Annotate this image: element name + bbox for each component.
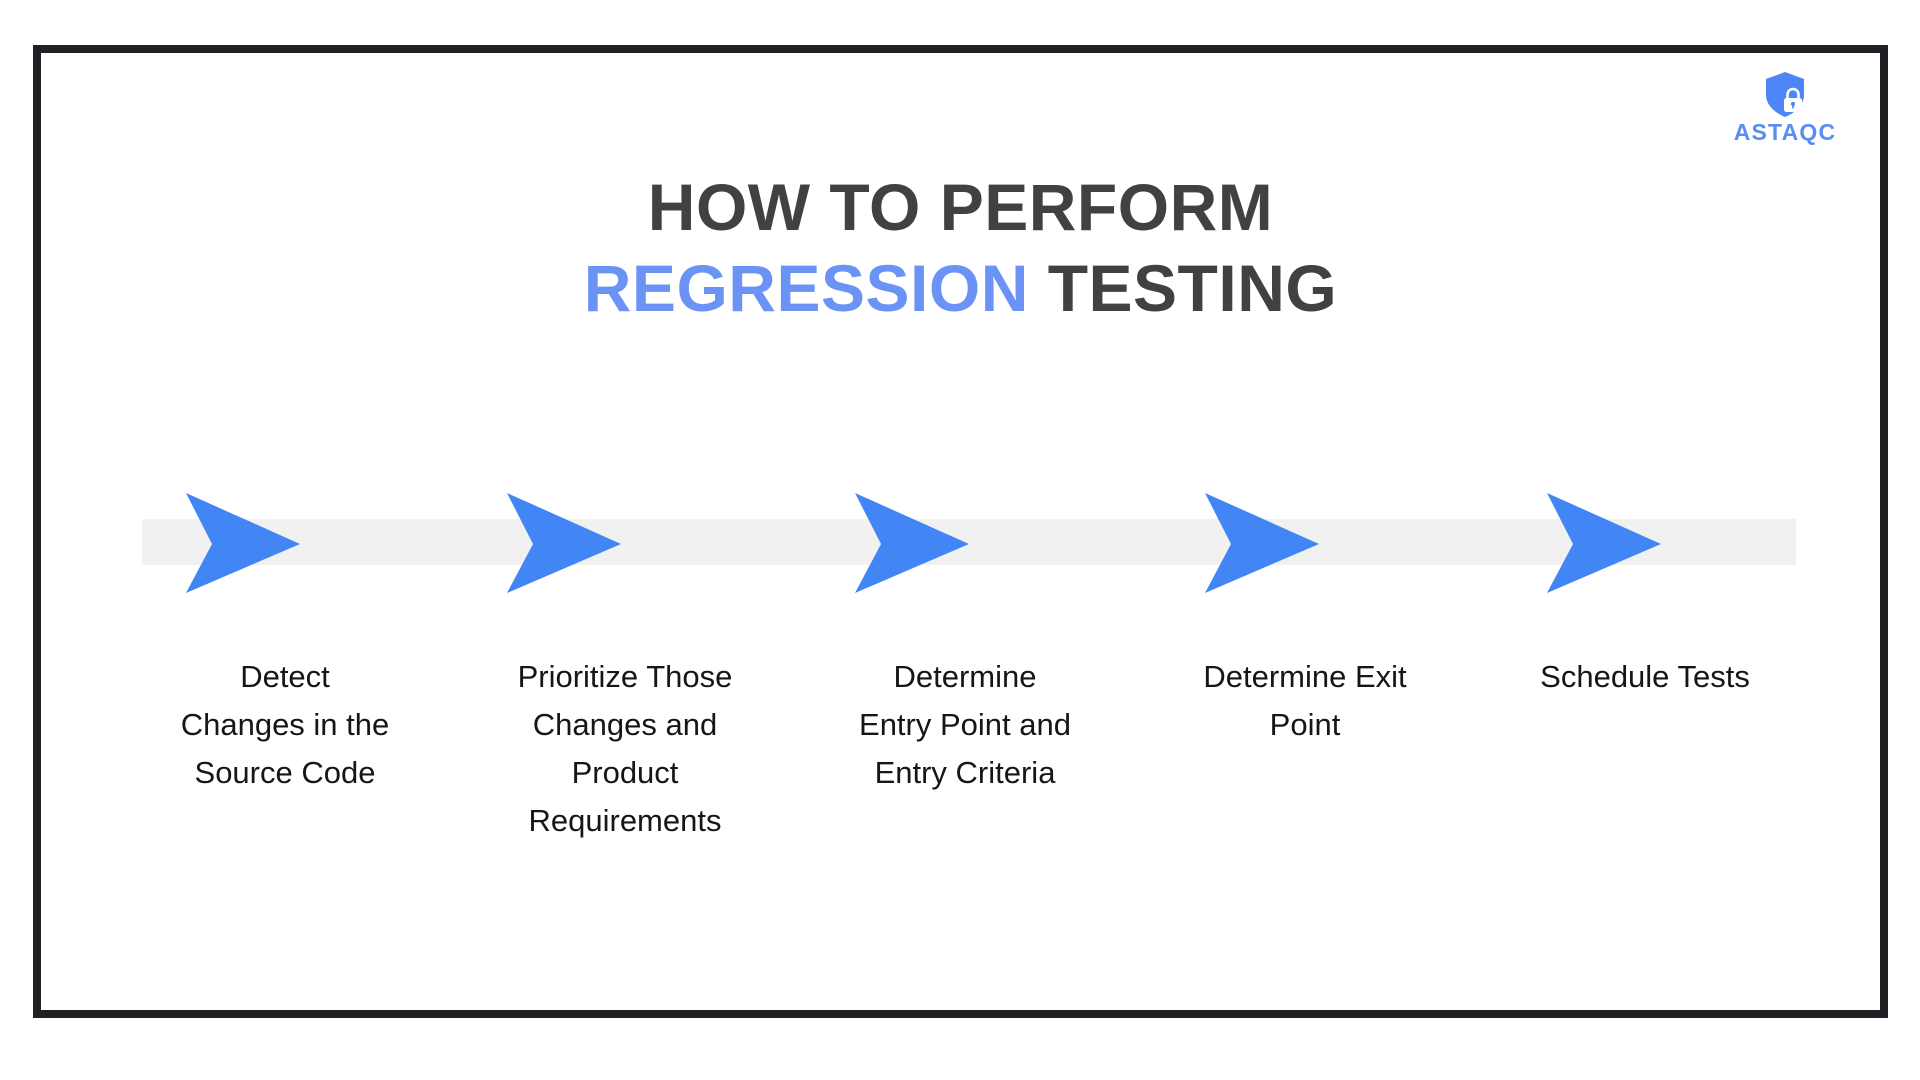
step-label: Determine Exit Point — [1203, 659, 1407, 743]
infographic-canvas: ASTAQC HOW TO PERFORM REGRESSION TESTING — [41, 53, 1880, 1010]
process-step-4: Determine Exit Point — [1135, 653, 1475, 749]
step-label: Schedule Tests — [1540, 659, 1750, 694]
step-label: Prioritize Those Changes and Product Req… — [517, 659, 733, 839]
title-line-2: REGRESSION TESTING — [41, 248, 1880, 329]
brand-name: ASTAQC — [1733, 119, 1837, 145]
timeline-arrow-1 — [182, 491, 300, 595]
timeline-arrow-2 — [503, 491, 621, 595]
step-label: Determine Entry Point and Entry Criteria — [859, 659, 1071, 791]
process-step-3: Determine Entry Point and Entry Criteria — [795, 653, 1135, 797]
title-line-1: HOW TO PERFORM — [647, 170, 1274, 245]
brand-logo: ASTAQC — [1720, 71, 1850, 144]
timeline-arrow-5 — [1543, 491, 1661, 595]
process-step-1: Detect Changes in the Source Code — [115, 653, 455, 797]
process-timeline — [41, 473, 1880, 593]
process-step-5: Schedule Tests — [1475, 653, 1815, 701]
title-line-2-rest: TESTING — [1028, 250, 1338, 325]
process-steps: Detect Changes in the Source Code Priori… — [115, 653, 1815, 845]
infographic-card: ASTAQC HOW TO PERFORM REGRESSION TESTING — [33, 45, 1888, 1018]
timeline-bar — [142, 519, 1796, 565]
timeline-arrow-4 — [1201, 491, 1319, 595]
process-step-2: Prioritize Those Changes and Product Req… — [455, 653, 795, 845]
step-label: Detect Changes in the Source Code — [180, 659, 390, 791]
page-title: HOW TO PERFORM REGRESSION TESTING — [41, 167, 1880, 328]
shield-lock-icon — [1766, 72, 1804, 117]
title-accent-word: REGRESSION — [583, 250, 1029, 325]
timeline-arrow-3 — [851, 491, 969, 595]
